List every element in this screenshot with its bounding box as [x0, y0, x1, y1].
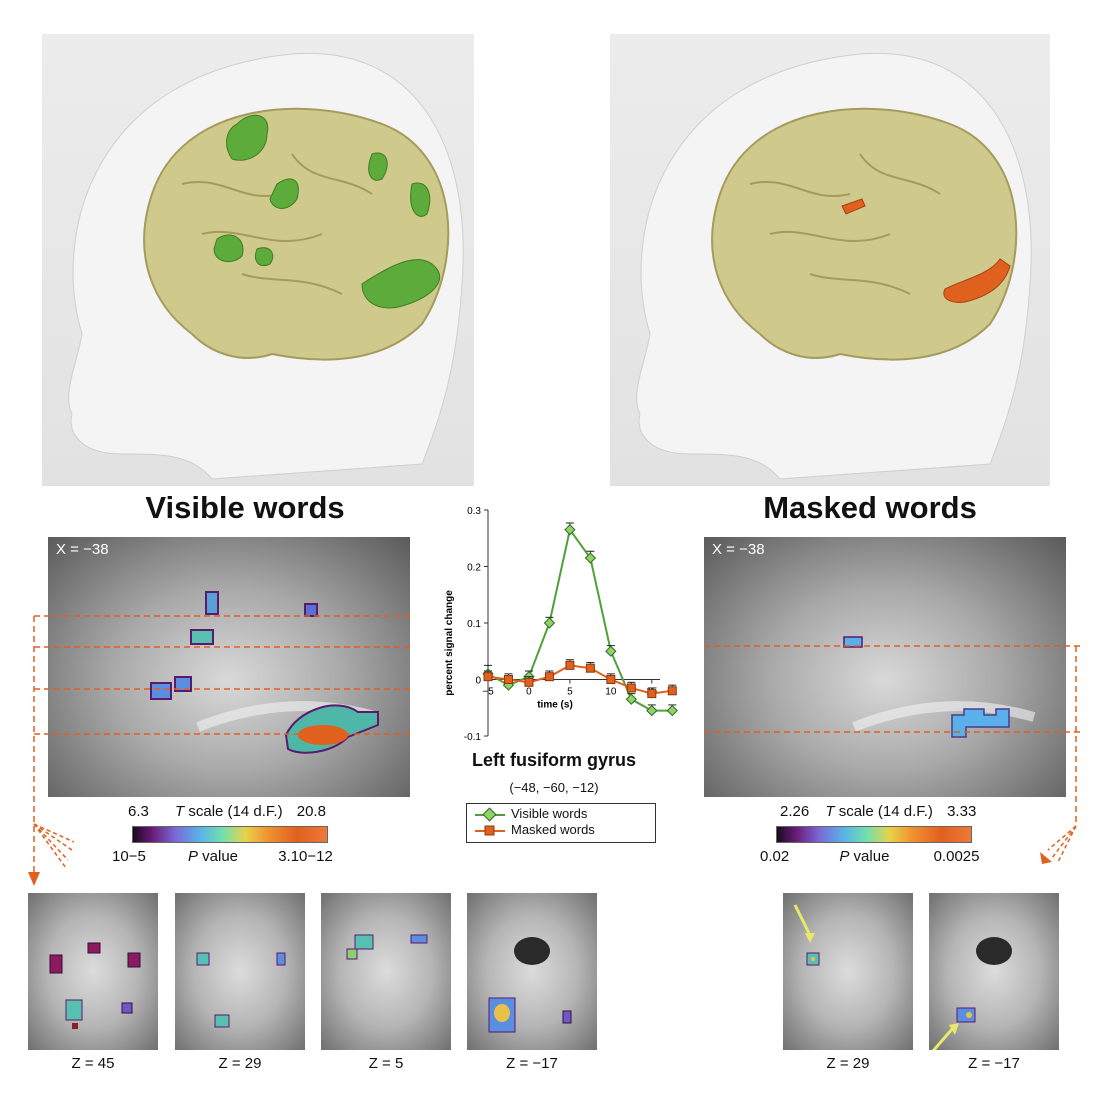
- chart-subtitle: (−48, −60, −12): [509, 780, 599, 795]
- data-point: [646, 704, 658, 717]
- z-label-masked-neg17: Z = −17: [968, 1055, 1020, 1072]
- dashed-lines-visible: [28, 615, 410, 886]
- activation-overlay: [488, 937, 572, 1033]
- t-max: 3.33: [947, 803, 977, 820]
- data-point: [503, 675, 513, 684]
- y-tick-label: 0.3: [467, 506, 481, 517]
- data-point: [605, 645, 617, 657]
- data-point: [584, 552, 597, 564]
- t-letter: T: [175, 803, 185, 820]
- chart-legend: Visible words Masked words: [466, 803, 656, 843]
- head-brain-visible-illustration: [68, 52, 464, 480]
- axial-slice-masked-z29: [783, 893, 913, 1050]
- data-point: [544, 672, 554, 682]
- x-tick-label: 0: [526, 687, 532, 698]
- coordinate-label: X = −38: [56, 541, 109, 558]
- p-scale-row-visible: 10−5 P value 3.10−12: [112, 848, 372, 865]
- activation-overlay: [196, 952, 286, 1028]
- axial-slice-z-17: [467, 893, 597, 1050]
- axial-slice-z5: [321, 893, 451, 1050]
- legend-visible: Visible words: [511, 806, 588, 821]
- head-brain-masked-illustration: [636, 52, 1032, 480]
- data-point: [606, 675, 616, 684]
- masked-words-title: Masked words: [763, 490, 977, 525]
- sagittal-slice-visible: X = −38: [48, 537, 410, 797]
- activation-overlay: [49, 942, 141, 1029]
- activation-overlay-masked: [843, 636, 1036, 738]
- time-course-chart: -0.100.10.20.3−5051015 percent signal ch…: [444, 506, 678, 743]
- masked-activation-blobs: [841, 198, 1011, 303]
- series-masked: [483, 659, 677, 699]
- data-point: [543, 617, 556, 629]
- p-max: 0.0025: [933, 848, 980, 865]
- data-point: [483, 672, 493, 682]
- z-label-neg17: Z = −17: [506, 1055, 558, 1072]
- activation-overlay-visible: [150, 591, 380, 754]
- brain-render-visible: [42, 34, 474, 486]
- y-tick-label: -0.1: [464, 732, 482, 743]
- p-min: 10−5: [112, 848, 146, 865]
- visible-activation-blobs: [213, 114, 440, 309]
- y-tick-label: 0.2: [467, 563, 481, 574]
- coordinate-label: X = −38: [712, 541, 765, 558]
- activation-overlay: [346, 934, 428, 960]
- legend-markers: [475, 807, 505, 836]
- data-point: [667, 686, 677, 696]
- data-point: [625, 693, 637, 705]
- t-scale-label: scale (14 d.F.): [834, 803, 933, 820]
- data-point: [626, 683, 636, 693]
- sagittal-slice-masked: X = −38: [704, 537, 1066, 797]
- colorbar-visible: [132, 826, 328, 843]
- z-label-masked-29: Z = 29: [826, 1055, 870, 1072]
- z-label-45: Z = 45: [71, 1055, 115, 1072]
- t-scale-row-masked: 2.26 T scale (14 d.F.) 3.33: [780, 803, 1010, 820]
- axial-slice-masked-z-17: [929, 893, 1059, 1050]
- p-letter: P: [839, 848, 850, 865]
- series-line: [487, 527, 673, 712]
- p-scale-label: value: [197, 848, 239, 865]
- p-scale-row-masked: 0.02 P value 0.0025: [760, 848, 1020, 865]
- data-point: [524, 677, 534, 687]
- yellow-arrow-icon: [931, 1027, 955, 1050]
- p-min: 0.02: [760, 848, 790, 865]
- data-point: [564, 524, 576, 536]
- p-letter: P: [187, 848, 198, 865]
- t-max: 20.8: [296, 803, 326, 820]
- x-tick-label: 10: [605, 687, 617, 698]
- t-scale-label: scale (14 d.F.): [184, 803, 283, 820]
- x-tick-label: 5: [567, 687, 573, 698]
- data-point: [585, 663, 595, 673]
- axial-slice-z45: [28, 893, 158, 1050]
- brain-render-masked: [610, 34, 1050, 486]
- activation-overlay: [931, 937, 1012, 1050]
- x-axis-label: time (s): [537, 700, 573, 711]
- x-tick-label: −5: [482, 687, 494, 698]
- visible-words-title: Visible words: [145, 490, 345, 525]
- chart-title: Left fusiform gyrus: [471, 750, 636, 770]
- data-point: [565, 660, 575, 670]
- data-point: [666, 704, 678, 717]
- axial-slice-z29: [175, 893, 305, 1050]
- t-min: 6.3: [128, 803, 149, 820]
- dashed-lines-masked: [704, 645, 1080, 864]
- z-label-29: Z = 29: [218, 1055, 262, 1072]
- y-tick-label: 0.1: [467, 619, 481, 630]
- yellow-arrow-icon: [793, 904, 811, 934]
- y-tick-label: 0: [475, 676, 481, 687]
- t-scale-row-visible: 6.3 T scale (14 d.F.) 20.8: [128, 803, 358, 820]
- t-min: 2.26: [780, 803, 810, 820]
- series-line: [487, 664, 673, 695]
- t-letter: T: [825, 803, 835, 820]
- p-max: 3.10−12: [278, 848, 333, 865]
- data-point: [647, 689, 657, 699]
- y-axis-label: percent signal change: [444, 590, 455, 696]
- p-scale-label: value: [849, 848, 890, 865]
- legend-masked: Masked words: [511, 822, 595, 837]
- colorbar-masked: [776, 826, 972, 843]
- activation-overlay: [793, 904, 820, 966]
- z-label-5: Z = 5: [368, 1055, 404, 1072]
